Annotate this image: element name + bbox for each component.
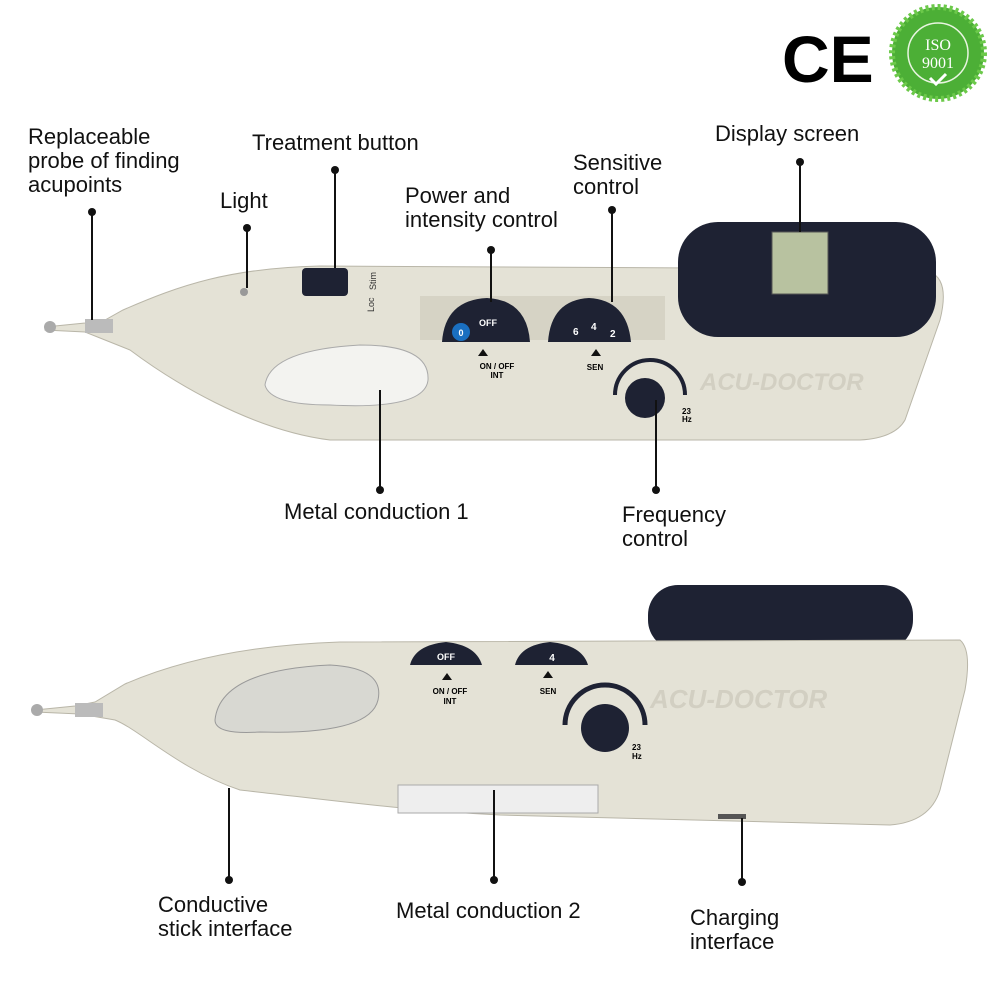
ce-logo: CE: [782, 22, 874, 96]
leader-line: [741, 818, 743, 882]
label-metal-conduction-2: Metal conduction 2: [396, 898, 581, 923]
label-sensitive-control: Sensitive control: [573, 150, 663, 199]
svg-text:6: 6: [573, 327, 579, 338]
label-frequency-control: Frequency control: [622, 502, 726, 551]
svg-text:23: 23: [632, 743, 641, 752]
frequency-knob: [625, 378, 665, 418]
label-metal-conduction-1: Metal conduction 1: [284, 499, 469, 524]
svg-text:9001: 9001: [922, 55, 954, 72]
svg-text:Hz: Hz: [632, 752, 642, 761]
leader-line: [379, 390, 381, 490]
svg-text:INT: INT: [444, 697, 457, 706]
device-front-view: Stim Loc 0 OFF 6 4 2 ON / OFF INT SEN 23…: [44, 222, 944, 441]
svg-text:ON / OFF: ON / OFF: [480, 362, 515, 371]
svg-text:4: 4: [549, 653, 555, 664]
sensitivity-dial: [548, 298, 631, 342]
leader-line: [799, 162, 801, 232]
leader-line: [228, 788, 230, 880]
leader-line: [490, 250, 492, 302]
label-display-screen: Display screen: [715, 121, 860, 146]
leader-line: [655, 400, 657, 490]
svg-text:Loc: Loc: [366, 297, 376, 312]
svg-text:SEN: SEN: [587, 363, 604, 372]
label-light: Light: [220, 188, 268, 213]
svg-text:INT: INT: [491, 371, 504, 380]
svg-text:OFF: OFF: [437, 652, 455, 662]
label-treatment-button: Treatment button: [252, 130, 419, 155]
svg-text:4: 4: [591, 322, 597, 333]
leader-line: [91, 212, 93, 320]
label-probe: Replaceable probe of finding acupoints: [28, 124, 180, 197]
leader-dot: [490, 876, 498, 884]
svg-text:ACU-DOCTOR: ACU-DOCTOR: [699, 369, 864, 396]
leader-line: [334, 170, 336, 268]
svg-text:23: 23: [682, 407, 691, 416]
svg-text:Stim: Stim: [368, 272, 378, 290]
leader-line: [246, 228, 248, 288]
svg-text:Hz: Hz: [682, 415, 692, 424]
device-side-view: OFF 4 ON / OFF INT SEN 23 Hz ACU-DOCTOR: [31, 585, 969, 826]
label-power-intensity: Power and intensity control: [405, 183, 558, 232]
leader-dot: [652, 486, 660, 494]
svg-text:SEN: SEN: [540, 687, 557, 696]
label-charging-interface: Charging interface: [690, 905, 780, 954]
label-conductive-stick-interface: Conductive stick interface: [158, 892, 293, 941]
treatment-button: [302, 268, 348, 296]
leader-dot: [225, 876, 233, 884]
svg-text:ACU-DOCTOR: ACU-DOCTOR: [649, 684, 827, 714]
svg-text:0: 0: [458, 328, 463, 338]
svg-text:2: 2: [610, 329, 616, 340]
leader-line: [611, 210, 613, 302]
metal-conduction-1: [264, 344, 429, 407]
iso-9001-seal: ISO 9001: [889, 4, 987, 102]
light-indicator: [240, 288, 248, 296]
leader-dot: [376, 486, 384, 494]
svg-text:OFF: OFF: [479, 318, 497, 328]
svg-text:CE: CE: [782, 22, 874, 96]
leader-line: [493, 790, 495, 880]
metal-conduction-2-front: [214, 664, 380, 733]
metal-conduction-2: [397, 784, 599, 814]
svg-text:ISO: ISO: [925, 37, 951, 54]
leader-dot: [738, 878, 746, 886]
svg-text:ON / OFF: ON / OFF: [433, 687, 468, 696]
lcd-screen: [771, 231, 829, 295]
